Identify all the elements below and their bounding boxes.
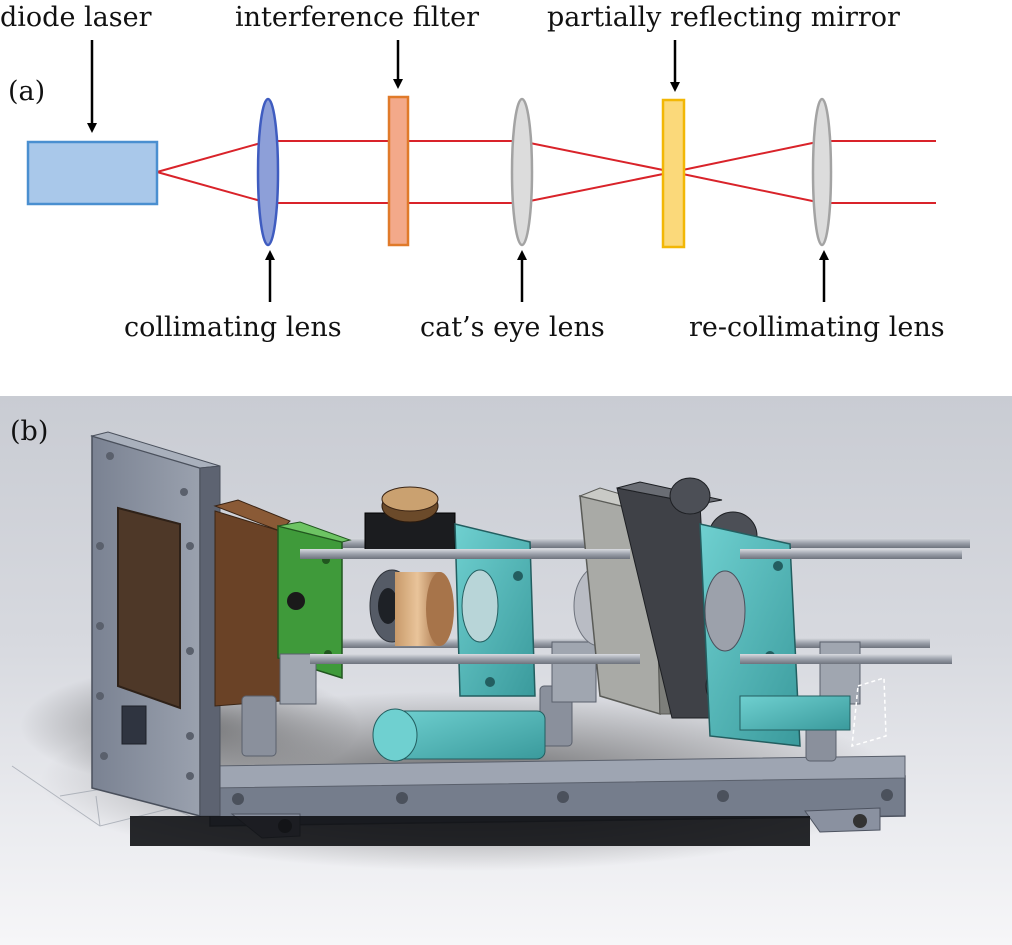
panel-b-label: (b) <box>10 416 49 447</box>
panel-a-label: (a) <box>8 76 46 107</box>
cats-eye-lens <box>510 97 534 247</box>
base-underside <box>130 816 810 846</box>
dashed-outline <box>851 676 887 748</box>
label-interference-filter: interference filter <box>235 2 480 33</box>
filter-rotation-mount <box>364 486 456 646</box>
partially-reflecting-mirror <box>661 98 686 249</box>
panel-b-cad-render: (b) <box>0 396 1012 945</box>
collimating-lens <box>256 97 280 247</box>
panel-a-schematic: diode laser interference filter partiall… <box>0 0 1012 396</box>
cats-eye-lens-mount <box>372 523 546 762</box>
label-collimating-lens: collimating lens <box>124 312 342 343</box>
schematic-svg <box>26 40 936 302</box>
label-cats-eye-lens: cat’s eye lens <box>420 312 605 343</box>
front-panel <box>90 431 221 817</box>
rods-front <box>300 549 962 664</box>
diode-laser-block <box>26 140 159 206</box>
re-collimating-lens-mount <box>699 523 851 747</box>
label-re-collimating-lens: re-collimating lens <box>689 312 945 343</box>
label-diode-laser: diode laser <box>0 2 152 33</box>
collimator-mount <box>277 521 352 680</box>
interference-filter <box>387 95 410 247</box>
label-partially-reflecting-mirror: partially reflecting mirror <box>547 2 900 33</box>
mirror-mount-plate <box>578 481 723 719</box>
cad-render-svg <box>11 431 970 871</box>
re-collimating-lens <box>811 97 833 247</box>
